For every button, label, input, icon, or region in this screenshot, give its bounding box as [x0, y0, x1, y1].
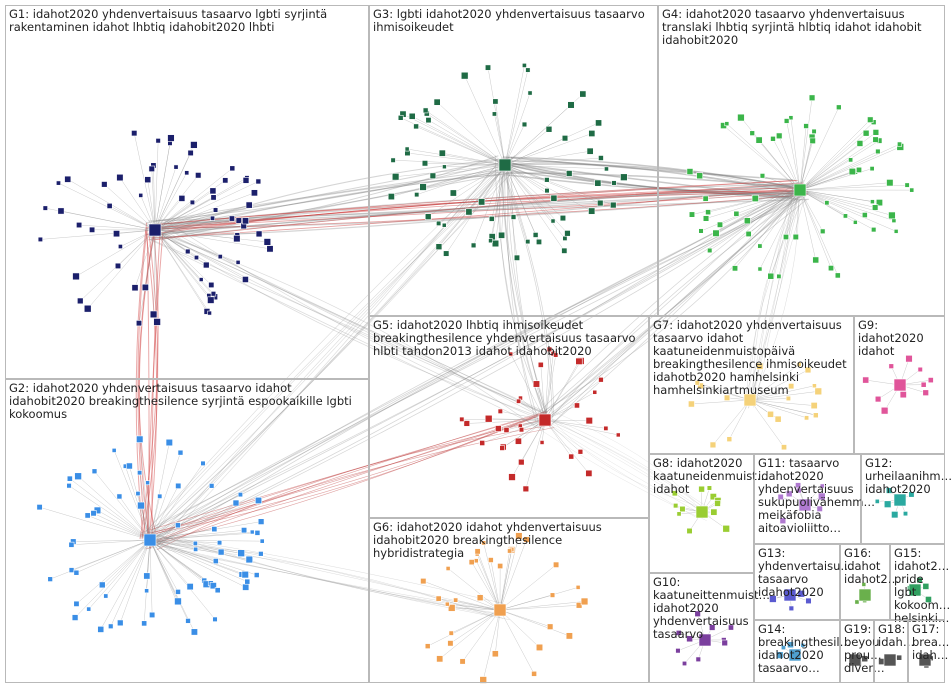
- group-g12[interactable]: G12: urheilaanihm… idahot2020: [861, 454, 952, 544]
- group-g18[interactable]: G18: idah…: [874, 620, 915, 683]
- group-g5[interactable]: G5: idahot2020 lhbtiq ihmisoikeudet brea…: [369, 316, 649, 518]
- group-g9-label: G9: idahot2020 idahot: [858, 318, 924, 358]
- group-g11[interactable]: G11: tasaarvo idahot2020 yhdenvertaisuus…: [754, 454, 876, 544]
- group-g16[interactable]: G16: idahot idahot2…: [840, 544, 900, 620]
- group-g2[interactable]: G2: idahot2020 yhdenvertaisuus tasaarvo …: [5, 379, 369, 683]
- group-g2-label: G2: idahot2020 yhdenvertaisuus tasaarvo …: [9, 381, 352, 421]
- group-g17-label: G17: brea… idah…: [912, 622, 950, 662]
- group-g4[interactable]: G4: idahot2020 tasaarvo yhdenvertaisuus …: [658, 5, 945, 316]
- group-g1[interactable]: G1: idahot2020 yhdenvertaisuus tasaarvo …: [5, 5, 369, 379]
- group-g19[interactable]: G19: beyou prou… diver…: [840, 620, 885, 683]
- group-g5-label: G5: idahot2020 lhbtiq ihmisoikeudet brea…: [373, 318, 636, 358]
- group-g3[interactable]: G3: lgbti idahot2020 yhdenvertaisuus tas…: [369, 5, 658, 316]
- group-g14[interactable]: G14: breakingthesil… idahot2020 tasaarvo…: [754, 620, 852, 683]
- group-g17[interactable]: G17: brea… idah…: [908, 620, 950, 683]
- group-g12-label: G12: urheilaanihm… idahot2020: [865, 456, 952, 496]
- group-g1-label: G1: idahot2020 yhdenvertaisuus tasaarvo …: [9, 7, 328, 34]
- group-g15[interactable]: G15: idahot2… pride lgbt kokoom… helsink…: [890, 544, 950, 625]
- group-g11-label: G11: tasaarvo idahot2020 yhdenvertaisuus…: [758, 456, 876, 535]
- group-g3-label: G3: lgbti idahot2020 yhdenvertaisuus tas…: [373, 7, 645, 34]
- group-g4-label: G4: idahot2020 tasaarvo yhdenvertaisuus …: [662, 7, 922, 47]
- group-g8[interactable]: G8: idahot2020 kaatuneidenmuist… idahot: [649, 454, 769, 573]
- group-g10-label: G10: kaatuneittenmuist… idahot2020 yhden…: [653, 575, 770, 641]
- group-g6[interactable]: G6: idahot2020 idahot yhdenvertaisuus id…: [369, 518, 649, 683]
- group-g14-label: G14: breakingthesil… idahot2020 tasaarvo…: [758, 622, 852, 675]
- group-g13-label: G13: yhdenvertaisu… tasaarvo idahot2020: [758, 546, 852, 599]
- group-g9[interactable]: G9: idahot2020 idahot: [854, 316, 945, 454]
- group-g13[interactable]: G13: yhdenvertaisu… tasaarvo idahot2020: [754, 544, 852, 620]
- group-g15-label: G15: idahot2… pride lgbt kokoom… helsink…: [894, 546, 951, 625]
- group-g7-label: G7: idahot2020 yhdenvertaisuus tasaarvo …: [653, 318, 847, 397]
- group-g8-label: G8: idahot2020 kaatuneidenmuist… idahot: [653, 456, 769, 496]
- group-g18-label: G18: idah…: [878, 622, 915, 649]
- group-g16-label: G16: idahot idahot2…: [844, 546, 900, 586]
- group-g19-label: G19: beyou prou… diver…: [844, 622, 885, 675]
- group-g6-label: G6: idahot2020 idahot yhdenvertaisuus id…: [373, 520, 602, 560]
- group-g7[interactable]: G7: idahot2020 yhdenvertaisuus tasaarvo …: [649, 316, 854, 454]
- group-g10[interactable]: G10: kaatuneittenmuist… idahot2020 yhden…: [649, 573, 770, 683]
